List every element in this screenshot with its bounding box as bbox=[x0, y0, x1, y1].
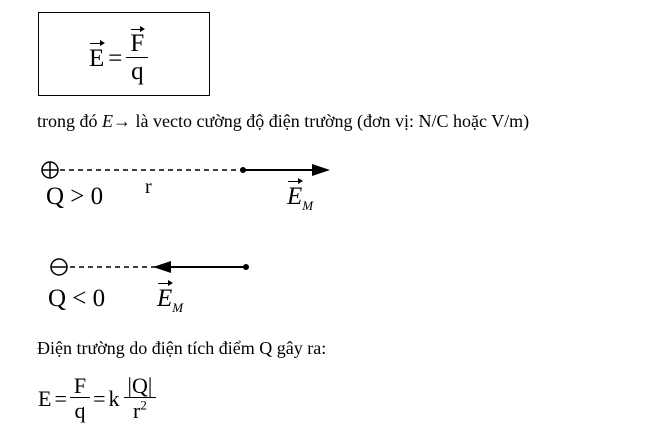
formula-fraction-1-num: F bbox=[69, 374, 91, 399]
formula-lhs: E bbox=[38, 385, 52, 411]
formula-box: E = F q bbox=[38, 12, 210, 96]
box-formula-equals: = bbox=[108, 45, 123, 72]
negative-field-subscript: M bbox=[172, 300, 184, 315]
formula-fraction-1: F q bbox=[69, 374, 91, 424]
formula-fraction-2-den: r2 bbox=[129, 398, 151, 423]
negative-point-M bbox=[243, 264, 249, 270]
box-formula: E = F q bbox=[89, 25, 149, 87]
definition-rest: là vecto cường độ điện trường (đơn vị: N… bbox=[131, 111, 530, 131]
formula-fraction-2: |Q| r2 bbox=[123, 374, 157, 423]
formula-fraction-2-num: |Q| bbox=[123, 374, 157, 399]
formula-exponent: 2 bbox=[140, 397, 147, 413]
formula-equals-1: = bbox=[54, 385, 67, 411]
definition-symbol: E→ bbox=[102, 111, 131, 131]
negative-field-arrow-head bbox=[153, 261, 171, 273]
formula-equals-2: = bbox=[93, 385, 106, 411]
box-formula-denominator: q bbox=[131, 58, 144, 86]
formula-r: r bbox=[132, 398, 141, 424]
negative-field-label: EM bbox=[157, 280, 184, 316]
positive-field-subscript: M bbox=[302, 198, 314, 213]
box-formula-numerator: F bbox=[130, 25, 146, 57]
formula-constant-k: k bbox=[108, 385, 120, 411]
negative-charge-diagram bbox=[50, 258, 249, 276]
box-formula-fraction: F q bbox=[126, 25, 149, 87]
definition-text: trong đó E→ là vecto cường độ điện trườn… bbox=[37, 111, 529, 132]
definition-prefix: trong đó bbox=[37, 111, 102, 131]
positive-field-letter: E bbox=[287, 178, 304, 210]
positive-field-label: EM bbox=[287, 178, 314, 214]
distance-label-r: r bbox=[145, 176, 152, 198]
positive-field-arrow-head bbox=[312, 164, 330, 176]
box-formula-lhs: E bbox=[89, 40, 106, 72]
positive-condition-label: Q > 0 bbox=[46, 183, 104, 210]
point-charge-text: Điện trường do điện tích điểm Q gây ra: bbox=[37, 338, 327, 358]
negative-field-letter: E bbox=[157, 280, 174, 312]
formula-fraction-1-den: q bbox=[74, 398, 86, 424]
negative-condition-label: Q < 0 bbox=[48, 285, 106, 312]
coulomb-field-formula: E = F q = k |Q| r2 bbox=[38, 374, 157, 424]
positive-charge-diagram bbox=[41, 161, 330, 179]
